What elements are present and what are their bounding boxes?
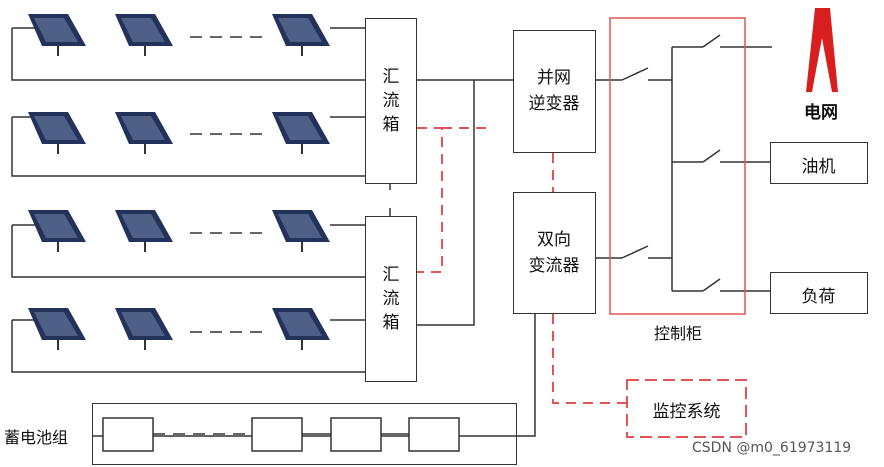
monitoring-system-frame	[626, 379, 747, 438]
grid-tie-inverter: 并网 逆变器	[513, 30, 596, 153]
power-tower-icon	[806, 8, 838, 92]
grid-label: 电网	[804, 103, 838, 123]
diesel-generator-box: 油机	[770, 142, 868, 184]
pv-string-wiring	[11, 27, 365, 373]
combiner-box-1: 汇 流 箱	[365, 18, 417, 184]
solar-panel-icon	[272, 14, 330, 56]
main-wiring	[92, 34, 772, 437]
solar-panel-icon	[28, 210, 86, 252]
monitoring-system-label: 监控系统	[652, 402, 721, 422]
solar-panels	[28, 14, 330, 350]
solar-panel-icon	[28, 14, 86, 56]
battery-cells	[102, 417, 460, 452]
solar-panel-icon	[115, 210, 173, 252]
combiner-box-1-label: 汇 流 箱	[382, 67, 400, 135]
solar-panel-icon	[272, 308, 330, 350]
grid-tie-inverter-label-2: 逆变器	[528, 94, 580, 114]
bidirectional-converter-label-1: 双向	[537, 230, 571, 250]
solar-panel-icon	[28, 308, 86, 350]
solar-panel-icon	[115, 14, 173, 56]
battery-cell	[102, 417, 154, 452]
control-cabinet-label: 控制柜	[653, 324, 702, 343]
solar-panel-icon	[272, 210, 330, 252]
battery-bank-box	[92, 403, 517, 465]
solar-panel-icon	[115, 308, 173, 350]
solar-panel-icon	[28, 112, 86, 154]
bidirectional-converter-label-2: 变流器	[528, 256, 580, 276]
load-label: 负荷	[801, 287, 836, 307]
monitoring-wiring	[417, 17, 747, 438]
watermark: CSDN @m0_61973119	[692, 440, 852, 456]
control-cabinet-frame	[609, 17, 746, 315]
combiner-box-2-label: 汇 流 箱	[382, 265, 400, 333]
battery-bank-label: 蓄电池组	[4, 428, 69, 447]
bidirectional-converter: 双向 变流器	[513, 192, 596, 314]
load-box: 负荷	[770, 272, 868, 314]
solar-panel-icon	[272, 112, 330, 154]
solar-panel-icon	[115, 112, 173, 154]
diesel-generator-label: 油机	[801, 157, 836, 177]
combiner-box-2: 汇 流 箱	[365, 216, 417, 382]
grid-tie-inverter-label-1: 并网	[537, 68, 571, 88]
